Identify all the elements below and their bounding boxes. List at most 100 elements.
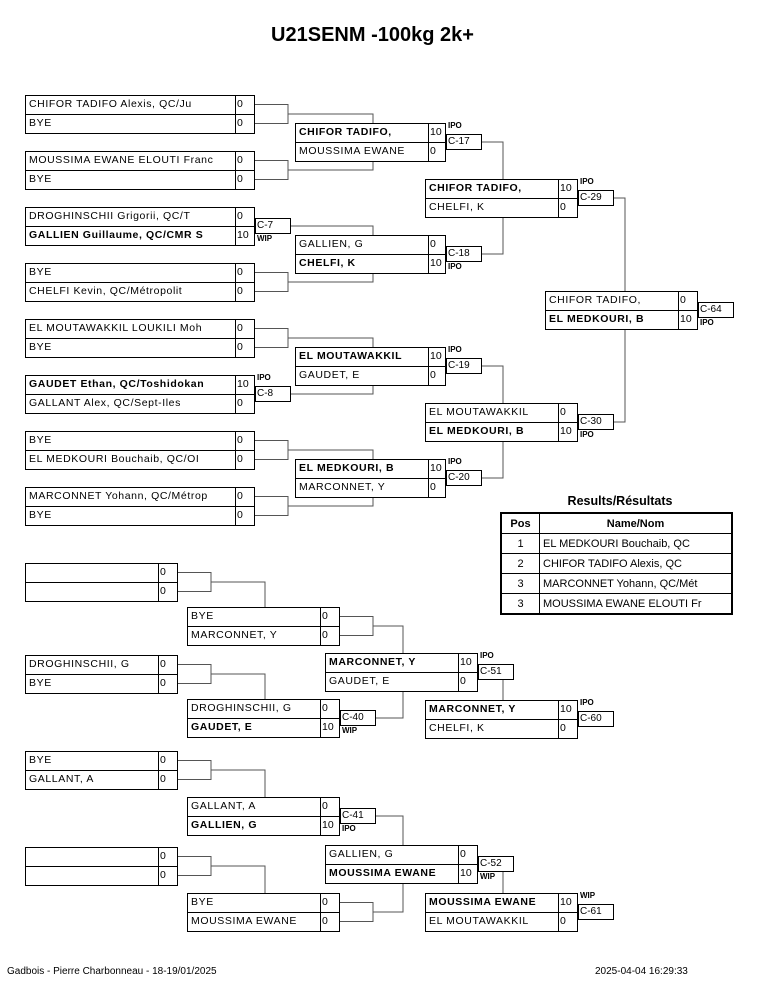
competitor-score: 10 bbox=[558, 422, 578, 442]
competitor-score: 0 bbox=[235, 95, 255, 115]
match-code: C-51 bbox=[478, 664, 514, 680]
competitor-score: 10 bbox=[320, 718, 340, 738]
result-label: IPO bbox=[448, 345, 462, 354]
result-label: IPO bbox=[448, 121, 462, 130]
match-code: C-60 bbox=[578, 711, 614, 727]
competitor-score: 10 bbox=[428, 123, 446, 143]
match-code: C-61 bbox=[578, 904, 614, 920]
match-code: C-40 bbox=[340, 710, 376, 726]
connector-line bbox=[255, 440, 289, 460]
competitor-name: EL MOUTAWAKKIL LOUKILI Moh bbox=[25, 319, 236, 339]
connector-line bbox=[481, 217, 504, 255]
connector-line bbox=[290, 225, 374, 235]
competitor-score: 0 bbox=[158, 847, 178, 867]
competitor-score: 10 bbox=[678, 310, 698, 330]
match-code: C-8 bbox=[255, 386, 291, 402]
result-label: WIP bbox=[342, 726, 358, 735]
match-code: C-29 bbox=[578, 190, 614, 206]
competitor-score: 0 bbox=[235, 319, 255, 339]
connector-line bbox=[288, 113, 374, 123]
competitor-score: 10 bbox=[458, 653, 478, 673]
competitor-score: 0 bbox=[428, 235, 446, 255]
competitor-name: MARCONNET, Y bbox=[425, 700, 559, 720]
competitor-score: 10 bbox=[558, 893, 578, 913]
connector-line bbox=[255, 104, 289, 124]
connector-line bbox=[211, 673, 266, 699]
connector-line bbox=[255, 328, 289, 348]
competitor-score: 0 bbox=[158, 770, 178, 790]
competitor-score: 0 bbox=[558, 719, 578, 739]
match-code: C-18 bbox=[446, 246, 482, 262]
competitor-name: EL MOUTAWAKKIL bbox=[425, 912, 559, 932]
result-label: IPO bbox=[580, 430, 594, 439]
competitor-score: 0 bbox=[235, 487, 255, 507]
competitor-score: 10 bbox=[558, 179, 578, 199]
competitor-score: 0 bbox=[158, 674, 178, 694]
connector-line bbox=[288, 337, 374, 347]
competitor-score: 0 bbox=[320, 699, 340, 719]
competitor-score: 0 bbox=[235, 431, 255, 451]
competitor-score: 0 bbox=[558, 198, 578, 218]
competitor-name: EL MOUTAWAKKIL bbox=[295, 347, 429, 367]
pos-cell: 2 bbox=[500, 553, 540, 574]
competitor-name: DROGHINSCHII, G bbox=[25, 655, 159, 675]
competitor-score: 10 bbox=[235, 226, 255, 246]
competitor-name: GALLIEN, G bbox=[187, 816, 321, 836]
competitor-score: 0 bbox=[235, 394, 255, 414]
result-label: IPO bbox=[448, 457, 462, 466]
competitor-name: EL MOUTAWAKKIL bbox=[425, 403, 559, 423]
competitor-score: 0 bbox=[458, 845, 478, 865]
connector-line bbox=[288, 273, 374, 283]
competitor-name: BYE bbox=[25, 506, 236, 526]
competitor-name: MARCONNET, Y bbox=[187, 626, 321, 646]
competitor-score: 0 bbox=[320, 797, 340, 817]
competitor-score: 0 bbox=[235, 114, 255, 134]
competitor-name: MOUSSIMA EWANE bbox=[187, 912, 321, 932]
connector-line bbox=[178, 664, 212, 684]
results-header: Pos Name/Nom bbox=[500, 512, 733, 534]
competitor-score: 0 bbox=[428, 478, 446, 498]
competitor-name: GALLIEN, G bbox=[325, 845, 459, 865]
competitor-name: CHIFOR TADIFO, bbox=[425, 179, 559, 199]
connector-line bbox=[373, 625, 404, 653]
competitor-score: 10 bbox=[428, 347, 446, 367]
connector-line bbox=[613, 329, 626, 423]
competitor-score: 0 bbox=[158, 751, 178, 771]
connector-line bbox=[481, 141, 504, 179]
competitor-score: 0 bbox=[678, 291, 698, 311]
match-code: C-7 bbox=[255, 218, 291, 234]
competitor-name bbox=[25, 563, 159, 583]
competitor-score: 0 bbox=[235, 282, 255, 302]
result-label: IPO bbox=[700, 318, 714, 327]
competitor-name bbox=[25, 847, 159, 867]
competitor-score: 0 bbox=[458, 672, 478, 692]
name-cell: MARCONNET Yohann, QC/Mét bbox=[539, 573, 733, 594]
competitor-name: MOUSSIMA EWANE ELOUTI Franc bbox=[25, 151, 236, 171]
connector-line bbox=[373, 883, 404, 913]
competitor-score: 10 bbox=[428, 254, 446, 274]
match-code: C-19 bbox=[446, 358, 482, 374]
competitor-score: 10 bbox=[458, 864, 478, 884]
competitor-name: DROGHINSCHII, G bbox=[187, 699, 321, 719]
competitor-name: EL MEDKOURI, B bbox=[295, 459, 429, 479]
match-code: C-41 bbox=[340, 808, 376, 824]
competitor-score: 0 bbox=[158, 866, 178, 886]
competitor-score: 0 bbox=[320, 626, 340, 646]
result-label: IPO bbox=[257, 373, 271, 382]
connector-line bbox=[211, 769, 266, 797]
connector-line bbox=[375, 815, 404, 845]
connector-line bbox=[340, 902, 374, 922]
result-label: IPO bbox=[480, 651, 494, 660]
result-label: WIP bbox=[257, 234, 273, 243]
competitor-name: MOUSSIMA EWANE bbox=[325, 864, 459, 884]
competitor-score: 0 bbox=[235, 450, 255, 470]
name-cell: CHIFOR TADIFO Alexis, QC bbox=[539, 553, 733, 574]
competitor-name: BYE bbox=[25, 674, 159, 694]
name-header: Name/Nom bbox=[539, 512, 733, 534]
competitor-name: BYE bbox=[25, 338, 236, 358]
